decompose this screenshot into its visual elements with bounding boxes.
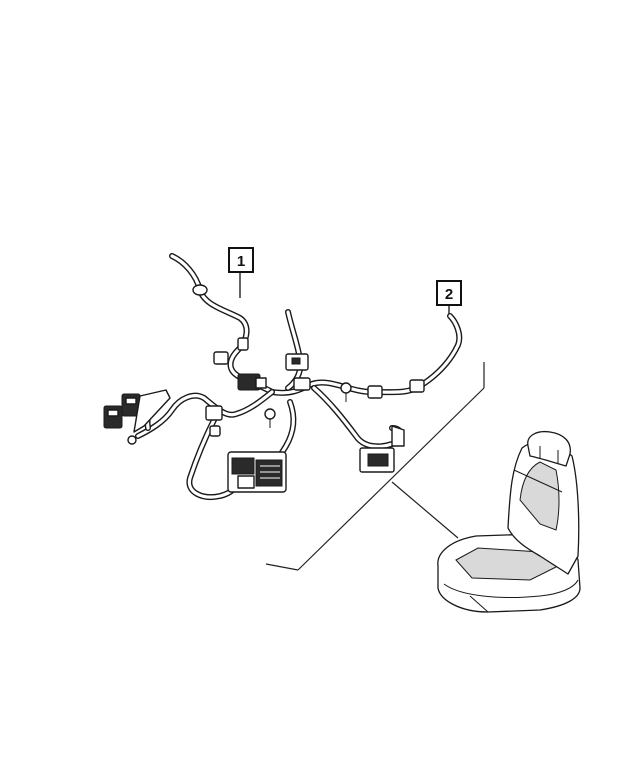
module-connector — [227, 451, 287, 493]
left-end-connectors — [103, 389, 171, 445]
callout-1-label: 1 — [237, 253, 245, 270]
harness-connectors — [103, 284, 425, 493]
lower-right-connector — [359, 425, 405, 473]
callout-2-label: 2 — [445, 286, 453, 303]
perspective-frame — [265, 362, 485, 571]
callout-1[interactable]: 1 — [228, 247, 254, 298]
seat-illustration — [437, 430, 581, 613]
harness-wires — [135, 253, 463, 500]
callout-2[interactable]: 2 — [436, 280, 462, 318]
